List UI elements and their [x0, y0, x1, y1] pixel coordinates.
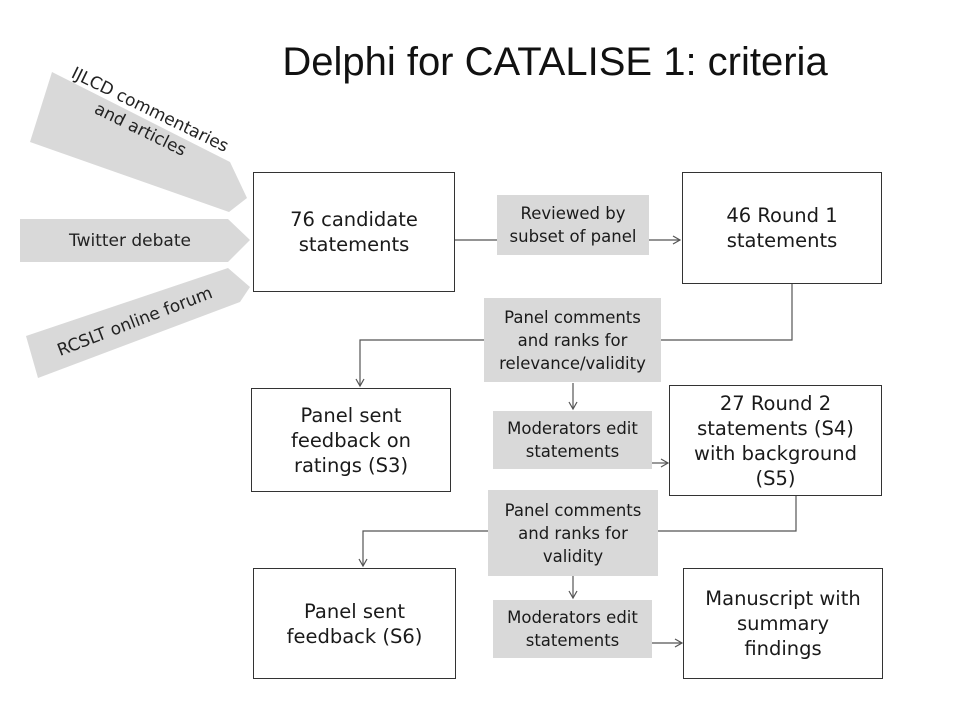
ijlcd-source-arrow [30, 72, 247, 212]
candidate-statements-box: 76 candidate statements [253, 172, 455, 292]
moderators-edit-note-2: Moderators edit statements [493, 600, 652, 658]
feedback-s6-box: Panel sent feedback (S6) [253, 568, 456, 679]
page-title: Delphi for CATALISE 1: criteria [282, 40, 828, 84]
panel-comments-relevance-note: Panel comments and ranks for relevance/v… [484, 298, 661, 382]
moderators-edit-note-1: Moderators edit statements [493, 411, 652, 469]
round2-statements-box: 27 Round 2 statements (S4) with backgrou… [669, 385, 882, 496]
twitter-source-arrow [20, 219, 250, 262]
round1-statements-box: 46 Round 1 statements [682, 172, 882, 284]
manuscript-box: Manuscript with summary findings [683, 568, 883, 679]
rcslt-source-arrow [26, 268, 250, 378]
panel-comments-validity-note: Panel comments and ranks for validity [488, 490, 658, 576]
feedback-s3-box: Panel sent feedback on ratings (S3) [251, 388, 451, 492]
reviewed-by-subset-note: Reviewed by subset of panel [497, 195, 649, 255]
source-twitter-label: Twitter debate [69, 231, 191, 251]
